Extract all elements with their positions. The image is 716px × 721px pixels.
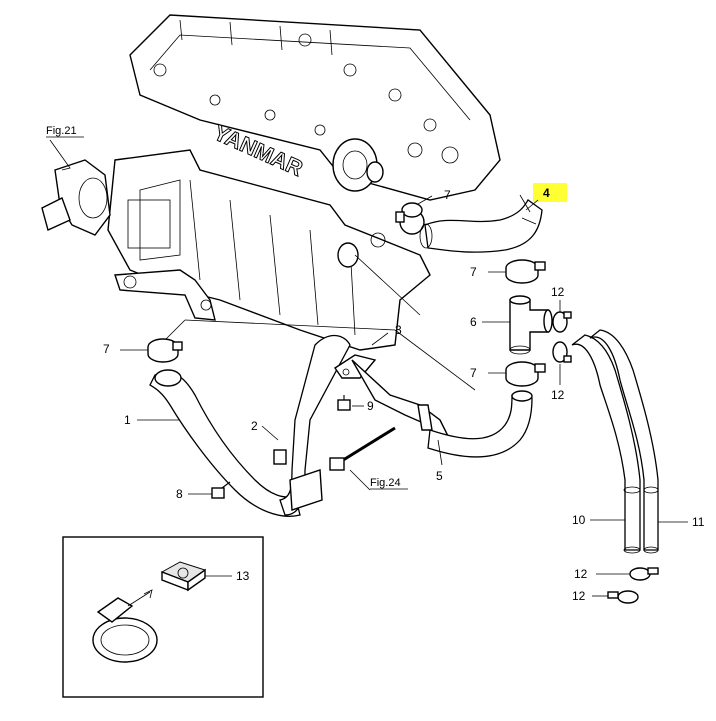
fig24-label: Fig.24 — [370, 477, 401, 489]
callout-2[interactable]: 2 — [251, 419, 258, 433]
part-12-clamp-bottom-a[interactable] — [596, 567, 659, 581]
callout-13[interactable]: 13 — [236, 569, 250, 583]
part-10-hose[interactable] — [571, 334, 641, 554]
part-9-bolt[interactable] — [337, 395, 364, 411]
part-12-clamp-upper[interactable] — [552, 300, 572, 333]
callout-7-left[interactable]: 7 — [103, 342, 110, 356]
callout-4[interactable]: 4 — [543, 186, 550, 200]
assembly-leaders — [164, 254, 476, 391]
part-12-clamp-lower[interactable] — [552, 341, 572, 385]
part-7-clamp-right-lower[interactable] — [488, 361, 546, 387]
part-6-tee-joint[interactable] — [482, 295, 553, 355]
part-3-bracket[interactable] — [334, 332, 452, 443]
callout-12-bottom-b[interactable]: 12 — [572, 589, 586, 603]
part-1-lower-hose[interactable] — [137, 369, 301, 517]
part-5-hose[interactable] — [417, 390, 533, 466]
fig21-label: Fig.21 — [46, 125, 77, 137]
callout-1[interactable]: 1 — [124, 413, 131, 427]
callout-12-bottom-a[interactable]: 12 — [574, 567, 588, 581]
part-13-clip[interactable] — [160, 561, 232, 592]
callout-11[interactable]: 11 — [692, 515, 705, 529]
callout-7-top[interactable]: 7 — [444, 188, 451, 202]
part-4-upper-hose[interactable] — [419, 194, 543, 253]
engine-block: YANMAR — [41, 14, 501, 351]
callout-8[interactable]: 8 — [176, 487, 183, 501]
fig21-reference: Fig.21 — [46, 125, 84, 171]
part-2-water-pipe[interactable] — [261, 334, 351, 516]
part-7-clamp-right-upper[interactable] — [488, 259, 546, 284]
stud-bolt[interactable] — [329, 426, 396, 491]
callout-7-right-lower[interactable]: 7 — [470, 366, 477, 380]
callout-5[interactable]: 5 — [436, 469, 443, 483]
part-7-clamp-upper-head[interactable] — [395, 195, 433, 223]
part-11-hose[interactable] — [589, 329, 688, 554]
callout-10[interactable]: 10 — [572, 513, 586, 527]
part-12-clamp-bottom-b[interactable] — [592, 590, 639, 604]
callout-3[interactable]: 3 — [395, 323, 402, 337]
inset-detail-box — [62, 536, 264, 698]
callout-9[interactable]: 9 — [367, 399, 374, 413]
callout-12-mid[interactable]: 12 — [551, 388, 565, 402]
part-8-bolt[interactable] — [188, 481, 231, 499]
part-7-clamp-left[interactable] — [120, 338, 183, 363]
callout-7-right-upper[interactable]: 7 — [470, 265, 477, 279]
callout-6[interactable]: 6 — [470, 315, 477, 329]
callout-12-top[interactable]: 12 — [551, 285, 565, 299]
part-4-highlight — [533, 183, 567, 202]
